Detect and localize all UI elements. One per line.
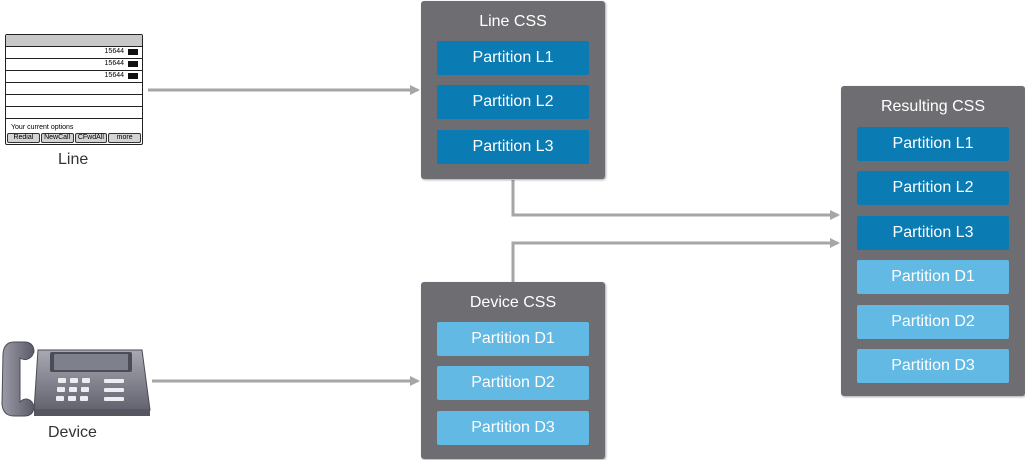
screen-title-bar <box>6 35 142 47</box>
softkey-newcall[interactable]: NewCall <box>40 133 74 143</box>
line-entry-number: 15644 <box>104 48 124 55</box>
empty-line-row <box>6 106 142 119</box>
empty-line-row <box>6 94 142 107</box>
resulting-partition-d2: Partition D2 <box>857 305 1009 339</box>
partition-l1: Partition L1 <box>437 41 589 75</box>
line-entry-number: 15644 <box>104 72 124 79</box>
resulting-partition-l1: Partition L1 <box>857 127 1009 161</box>
device-caption: Device <box>48 424 97 441</box>
line-phone-screen: 15644 15644 15644 Your current options R… <box>5 34 143 145</box>
softkey-more[interactable]: more <box>108 133 141 143</box>
options-prompt: Your current options <box>11 124 74 131</box>
softkey-redial[interactable]: Redial <box>7 133 40 143</box>
softkey-cfwdall[interactable]: CFwdAll <box>74 133 108 143</box>
device-css-title: Device CSS <box>469 294 557 311</box>
partition-d1: Partition D1 <box>437 322 589 356</box>
line-caption: Line <box>58 151 89 168</box>
device-css-box: Device CSS Partition D1 Partition D2 Par… <box>421 282 605 459</box>
resulting-partition-d3: Partition D3 <box>857 349 1009 383</box>
resulting-css-box: Resulting CSS Partition L1 Partition L2 … <box>841 86 1025 396</box>
line-icon <box>128 73 138 79</box>
resulting-css-title: Resulting CSS <box>880 98 986 115</box>
line-entry-row: 15644 <box>6 46 142 59</box>
line-entry-number: 15644 <box>104 60 124 67</box>
line-entry-row: 15644 <box>6 58 142 71</box>
line-entry-row: 15644 <box>6 70 142 83</box>
line-icon <box>128 49 138 55</box>
partition-l2: Partition L2 <box>437 85 589 119</box>
partition-d3: Partition D3 <box>437 411 589 445</box>
line-icon <box>128 61 138 67</box>
empty-line-row <box>6 82 142 95</box>
resulting-partition-l2: Partition L2 <box>857 171 1009 205</box>
line-css-box: Line CSS Partition L1 Partition L2 Parti… <box>421 1 605 179</box>
resulting-partition-d1: Partition D1 <box>857 260 1009 294</box>
partition-d2: Partition D2 <box>437 366 589 400</box>
arrow-device-css-to-resulting <box>511 238 840 282</box>
desk-phone-icon <box>1 341 151 417</box>
line-css-title: Line CSS <box>479 13 547 30</box>
softkey-bar: Redial NewCall CFwdAll more <box>7 133 141 143</box>
partition-l3: Partition L3 <box>437 130 589 164</box>
resulting-partition-l3: Partition L3 <box>857 216 1009 250</box>
arrow-line-css-to-resulting <box>511 180 840 220</box>
